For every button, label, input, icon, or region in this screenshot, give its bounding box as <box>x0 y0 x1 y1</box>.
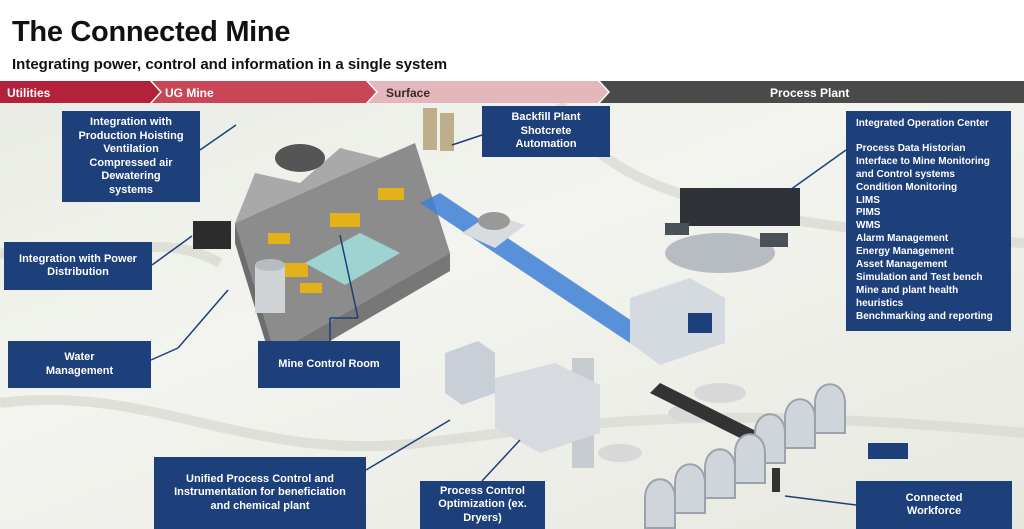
callout-text: Optimization (ex. <box>438 498 527 511</box>
ioc-item: Energy Management <box>856 246 954 258</box>
phase-label-process-plant: Process Plant <box>770 86 849 100</box>
phase-label-utilities: Utilities <box>7 86 51 100</box>
ioc-item: Mine and plant health <box>856 284 959 296</box>
ioc-title: Integrated Operation Center <box>856 118 989 129</box>
callout-text: Instrumentation for beneficiation <box>174 486 346 499</box>
callout-text: Water <box>64 351 95 363</box>
ioc-item: Interface to Mine Monitoring <box>856 155 990 167</box>
callout-text: Connected <box>905 491 963 504</box>
callout-connected-workforce: Connected Workforce <box>856 481 1012 529</box>
ioc-item: Condition Monitoring <box>856 181 958 193</box>
callout-text: Dryers) <box>463 511 502 524</box>
phase-ug-mine-arrow <box>152 81 376 103</box>
callout-text: Mine Control Room <box>278 357 380 370</box>
ioc-item: heuristics <box>856 297 904 309</box>
phase-utilities-arrow <box>0 81 160 103</box>
ioc-illustration <box>665 188 800 273</box>
callout-integrated-operation-center: Integrated Operation Center Process Data… <box>846 111 1011 331</box>
ioc-item: Benchmarking and reporting <box>856 310 993 322</box>
ioc-item: and Control systems <box>856 168 955 180</box>
callout-text: Compressed air <box>89 156 173 169</box>
callout-text: Distribution <box>47 266 109 278</box>
callout-text: Integration with Power <box>19 252 137 265</box>
callout-text: Unified Process Control and <box>186 472 334 485</box>
ioc-item: Alarm Management <box>856 233 949 245</box>
phase-label-surface: Surface <box>386 86 430 100</box>
callout-text: systems <box>108 183 154 196</box>
ioc-item: Asset Management <box>856 259 948 271</box>
callout-text: Automation <box>515 138 577 151</box>
ioc-item: LIMS <box>856 194 880 206</box>
phase-bar: Utilities UG Mine Surface Process Plant <box>0 81 1024 103</box>
callout-text: Dewatering <box>101 170 161 182</box>
callout-power-distribution: Integration with Power Distribution <box>4 242 152 290</box>
ioc-item: Process Data Historian <box>856 142 966 154</box>
callout-process-control-optimization: Process Control Optimization (ex. Dryers… <box>420 481 545 529</box>
callout-text: Integration with <box>90 116 172 128</box>
callout-water-management: Water Management <box>8 341 151 388</box>
callout-text: Process Control <box>440 484 525 497</box>
callout-text: Management <box>45 364 114 377</box>
ioc-item: WMS <box>856 220 881 232</box>
callout-text: Production Hoisting <box>78 129 184 142</box>
callout-text: Ventilation <box>103 143 159 155</box>
ioc-item: PIMS <box>856 207 881 219</box>
callout-production-integration: Integration with Production Hoisting Ven… <box>62 111 200 202</box>
ioc-item: Simulation and Test bench <box>856 271 983 283</box>
callout-unified-process-control: Unified Process Control and Instrumentat… <box>154 457 366 529</box>
phase-label-ug-mine: UG Mine <box>165 86 214 100</box>
callout-mine-control-room: Mine Control Room <box>258 341 400 388</box>
phase-process-plant-arrow <box>600 81 1024 103</box>
page-title: The Connected Mine <box>12 16 291 48</box>
page-subtitle: Integrating power, control and informati… <box>12 56 448 73</box>
callout-text: Backfill Plant <box>511 111 581 124</box>
callout-text: Shotcrete <box>520 124 572 137</box>
phase-surface-arrow <box>368 81 608 103</box>
callout-backfill-plant: Backfill Plant Shotcrete Automation <box>482 106 610 157</box>
callout-text: and chemical plant <box>210 499 310 512</box>
callout-text: Workforce <box>906 505 962 517</box>
